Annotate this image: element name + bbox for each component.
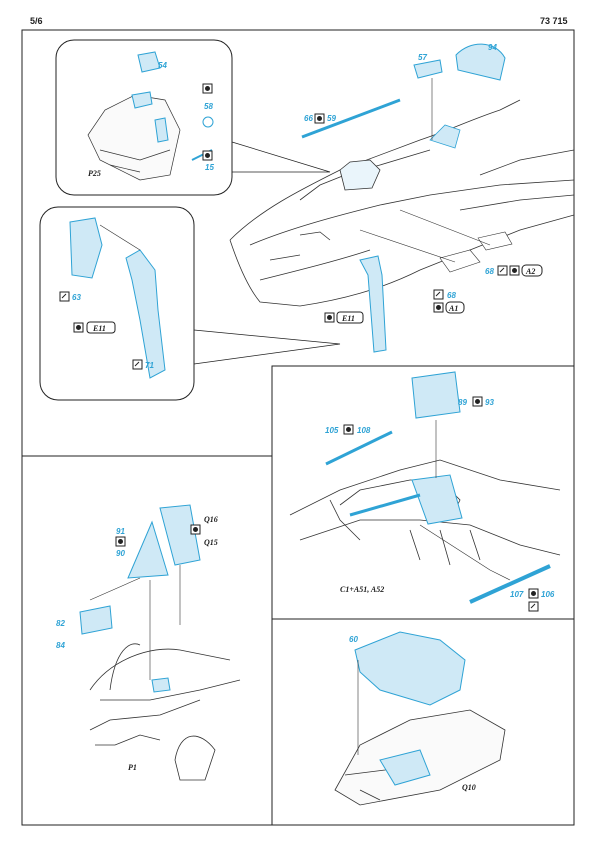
part-ladder-71 bbox=[359, 255, 387, 353]
part-68 bbox=[439, 249, 481, 273]
part-number: 107 bbox=[510, 590, 524, 599]
paint-icon bbox=[190, 524, 201, 535]
paint-icon bbox=[472, 396, 483, 407]
part-number: 15 bbox=[205, 163, 214, 172]
part-number: 60 bbox=[349, 635, 358, 644]
part-ref: E11 bbox=[341, 314, 355, 323]
part-89 bbox=[411, 474, 463, 525]
part-57 bbox=[413, 59, 443, 79]
part-number: 108 bbox=[357, 426, 371, 435]
part-ref: E11 bbox=[92, 324, 106, 333]
fold-icon bbox=[433, 289, 444, 300]
paint-icon bbox=[509, 265, 520, 276]
fold-icon bbox=[59, 291, 70, 302]
part-gear-small bbox=[151, 677, 171, 693]
part-number: 93 bbox=[485, 398, 494, 407]
part-number: 54 bbox=[158, 61, 167, 70]
part-number: 82 bbox=[56, 619, 65, 628]
part-ref: P1 bbox=[128, 763, 137, 772]
fold-icon bbox=[528, 601, 539, 612]
part-number: 89 bbox=[458, 398, 467, 407]
paint-icon bbox=[73, 322, 84, 333]
page-number: 5/6 bbox=[30, 16, 43, 26]
paint-icon bbox=[343, 424, 354, 435]
ref-box bbox=[86, 321, 116, 334]
paint-icon bbox=[528, 588, 539, 599]
part-ref: P25 bbox=[88, 169, 101, 178]
part-54 bbox=[131, 91, 153, 109]
part-60-installed bbox=[379, 749, 431, 786]
catalog-number: 73 715 bbox=[540, 16, 568, 26]
part-ref: C1+A51, A52 bbox=[340, 585, 384, 594]
part-ref: Q10 bbox=[462, 783, 476, 792]
part-63 bbox=[69, 217, 103, 279]
part-canopy-94 bbox=[455, 43, 506, 81]
part-68 bbox=[477, 231, 513, 251]
part-60 bbox=[354, 631, 466, 706]
paint-icon bbox=[314, 113, 325, 124]
leader bbox=[89, 577, 141, 601]
part-q16 bbox=[159, 504, 201, 566]
part-rail-interior bbox=[349, 493, 421, 517]
part-number: 90 bbox=[116, 549, 125, 558]
part-105-108 bbox=[325, 430, 393, 466]
part-15 bbox=[154, 117, 169, 143]
part-ladder-71-detail bbox=[125, 249, 166, 379]
leader bbox=[99, 224, 141, 251]
part-number: 68 bbox=[447, 291, 456, 300]
part-91-90 bbox=[127, 520, 169, 579]
divider bbox=[271, 365, 574, 825]
paint-icon bbox=[202, 150, 213, 161]
part-number: 91 bbox=[116, 527, 125, 536]
seat-headrest-drawing bbox=[87, 94, 181, 181]
fold-icon bbox=[132, 359, 143, 370]
part-ref: Q15 bbox=[204, 538, 218, 547]
part-number: 66 bbox=[304, 114, 313, 123]
fold-icon bbox=[497, 265, 508, 276]
leader bbox=[399, 209, 491, 246]
part-ref: Q16 bbox=[204, 515, 218, 524]
part-106-107 bbox=[469, 564, 551, 604]
callout-line bbox=[231, 141, 331, 173]
part-number: 105 bbox=[325, 426, 339, 435]
part-number: 68 bbox=[485, 267, 494, 276]
part-rail-66 bbox=[301, 98, 401, 139]
part-number: 106 bbox=[541, 590, 555, 599]
leader bbox=[359, 229, 456, 263]
ref-box bbox=[336, 311, 364, 324]
part-ref: A1 bbox=[448, 304, 458, 313]
part-82-84 bbox=[79, 605, 113, 635]
part-number: 63 bbox=[72, 293, 81, 302]
part-panel-89-93 bbox=[411, 371, 461, 419]
part-58 bbox=[202, 116, 214, 128]
leader bbox=[419, 524, 511, 581]
part-number: 59 bbox=[327, 114, 336, 123]
paint-icon bbox=[324, 312, 335, 323]
paint-icon bbox=[115, 536, 126, 547]
ref-box bbox=[521, 264, 543, 277]
part-number: 58 bbox=[204, 102, 213, 111]
paint-icon bbox=[433, 302, 444, 313]
part-number: 84 bbox=[56, 641, 65, 650]
part-number: 57 bbox=[418, 53, 427, 62]
gear-bay-drawing bbox=[89, 643, 241, 781]
fuselage-cockpit-drawing bbox=[229, 99, 575, 307]
part-54-detail bbox=[137, 51, 161, 73]
paint-icon bbox=[202, 83, 213, 94]
part-number: 94 bbox=[488, 43, 497, 52]
part-ref: A2 bbox=[525, 267, 535, 276]
ref-box bbox=[445, 301, 465, 314]
callout-line bbox=[193, 329, 341, 365]
page-frame bbox=[21, 29, 575, 826]
part-number: 71 bbox=[145, 361, 154, 370]
